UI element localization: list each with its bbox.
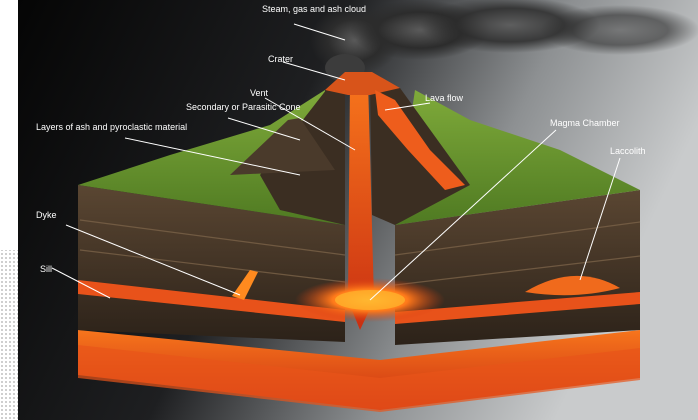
label-magma-chamber: Magma Chamber [550,118,620,128]
label-lava-flow: Lava flow [425,93,464,103]
label-laccolith: Laccolith [610,146,646,156]
dotted-pattern [0,250,18,420]
label-dyke: Dyke [36,210,57,220]
label-secondary-cone: Secondary or Parasitic Cone [186,102,301,112]
label-sill: Sill [40,264,52,274]
label-crater: Crater [268,54,293,64]
label-vent: Vent [250,88,269,98]
label-ash-layers: Layers of ash and pyroclastic material [36,122,187,132]
label-steam-cloud: Steam, gas and ash cloud [262,4,366,14]
